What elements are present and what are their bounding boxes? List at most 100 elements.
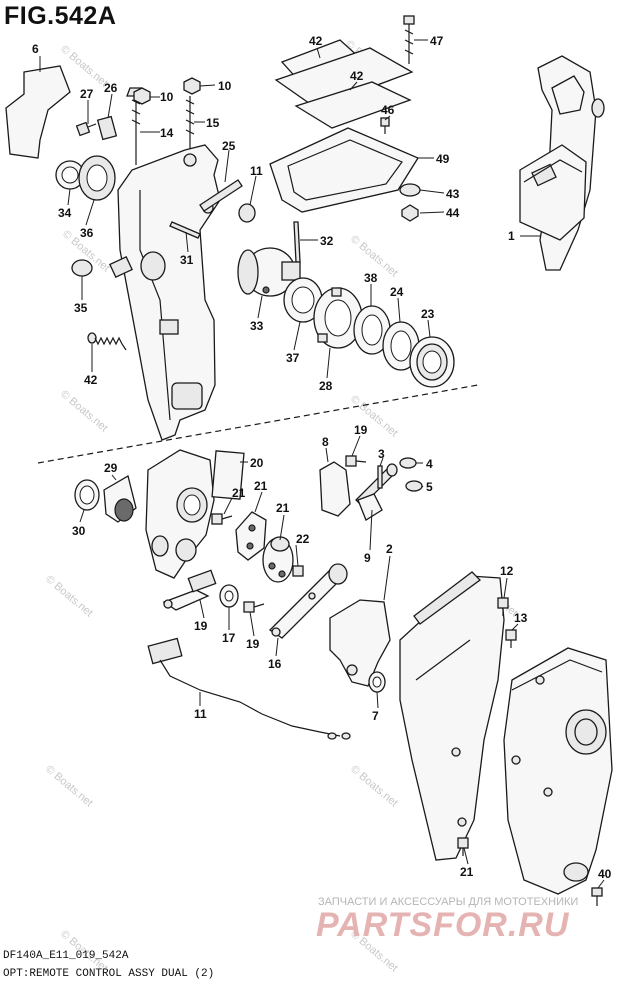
- callout-10: 10: [218, 79, 232, 93]
- part-48-nut: [401, 204, 419, 222]
- callout-44: 46: [381, 103, 395, 117]
- callout-9: 9: [364, 551, 371, 565]
- watermark-text: © Boats.net: [348, 763, 400, 809]
- part-45-screw: [403, 15, 415, 64]
- part-46-spring: [87, 332, 127, 351]
- part-19-screw: [345, 455, 367, 467]
- callout-38: 35: [74, 301, 88, 315]
- part-22-plate: [211, 450, 245, 500]
- brand-watermark-logo: PARTSFOR.RU: [316, 906, 570, 944]
- part-42-cover: [294, 81, 412, 129]
- callout-32: 29: [104, 461, 118, 475]
- part-14-screw: [505, 629, 517, 648]
- part-21-screw: [457, 837, 469, 856]
- callout-20: 19: [194, 619, 208, 633]
- control-box: [503, 647, 613, 895]
- callout-3: 3: [378, 447, 385, 461]
- callout-1: 1: [508, 229, 515, 243]
- part-21-screw: [211, 513, 233, 525]
- callout-27: 24: [390, 285, 404, 299]
- part-19-screw: [243, 601, 265, 613]
- callout-41: 38: [364, 271, 378, 285]
- part-9-shaft: [355, 463, 398, 521]
- switch-housing: [145, 449, 215, 579]
- part-1-lever-assembly: [519, 55, 605, 271]
- leader-lines: [39, 39, 605, 889]
- group-separator-line: [37, 384, 479, 464]
- housing-edge: [139, 190, 171, 421]
- callout-21: 21: [460, 865, 474, 879]
- part-35-pin: [293, 221, 301, 263]
- watermark-text: © Boats.net: [58, 388, 110, 434]
- part-49-gasket: [269, 127, 419, 213]
- part-5-clip: [405, 480, 423, 492]
- part-44-screw: [380, 117, 390, 134]
- callout-23: 21: [276, 501, 290, 515]
- part-29-clip: [96, 115, 118, 141]
- callout-39: 36: [80, 226, 94, 240]
- part-3-pin: [377, 465, 383, 489]
- figure-subtitle: OPT:REMOTE CONTROL ASSY DUAL (2): [3, 968, 215, 980]
- callout-45: 47: [430, 34, 444, 48]
- part-34-pin: [169, 221, 201, 239]
- callout-12: 11: [250, 164, 263, 178]
- part-43-bolt: [591, 887, 603, 906]
- callout-42: 42: [309, 34, 323, 48]
- part-47-washer: [399, 183, 421, 197]
- part-13-screw: [497, 597, 509, 616]
- callout-28: 25: [222, 139, 236, 153]
- callout-37: 34: [58, 206, 72, 220]
- callout-35: 32: [320, 234, 334, 248]
- callout-40: 37: [286, 351, 300, 365]
- main-housing-frame: [117, 144, 221, 441]
- callout-26: 23: [421, 307, 435, 321]
- callout-14: 13: [514, 611, 528, 625]
- callout-34: 31: [180, 253, 194, 267]
- part-10-nut: [183, 77, 201, 95]
- callout-13: 12: [500, 564, 514, 578]
- callout-6: 6: [32, 42, 39, 56]
- part-24-cam-plate: [235, 511, 267, 561]
- figure-title: FIG.542A: [4, 2, 117, 30]
- part-28-rod: [199, 179, 243, 212]
- part-11-wire-harness: [147, 637, 351, 740]
- callout-29: 26: [104, 81, 118, 95]
- part-12-cap: [238, 203, 256, 223]
- callout-24: 21: [254, 479, 268, 493]
- callout-36: 33: [250, 319, 264, 333]
- callout-8: 8: [322, 435, 329, 449]
- part-33-washer: [74, 479, 100, 511]
- callout-48: 44: [446, 206, 460, 220]
- gasket-inner-edge: [287, 139, 403, 201]
- callout-17: 16: [268, 657, 282, 671]
- callout-5: 5: [426, 480, 433, 494]
- part-6-plate: [5, 65, 71, 159]
- housing-slot: [159, 319, 179, 335]
- part-25-screw: [292, 565, 304, 577]
- callout-16: 15: [206, 116, 220, 130]
- callout-2: 2: [386, 542, 393, 556]
- housing-hole: [183, 153, 197, 167]
- callout-19: 19: [246, 637, 260, 651]
- part-23-cam: [262, 536, 294, 583]
- callout-30: 27: [80, 87, 94, 101]
- callout-labels: 6 27 26 10 10 14 15 25 11 34 36 31 35 42…: [32, 34, 612, 881]
- callout-19: 19: [354, 423, 368, 437]
- housing-boss: [140, 251, 166, 281]
- part-17-lever: [268, 563, 348, 639]
- watermark-text: © Boats.net: [43, 763, 95, 809]
- callout-21: 21: [232, 486, 246, 500]
- part-18-washer: [219, 584, 239, 608]
- part-20-bracket: [162, 569, 217, 611]
- callout-22: 20: [250, 456, 264, 470]
- part-36-gear-shaft: [237, 247, 301, 297]
- callout-18: 17: [222, 631, 236, 645]
- part-8-bracket: [319, 461, 351, 517]
- model-code: DF140A_E11_019_542A: [3, 950, 129, 962]
- watermark-text: © Boats.net: [43, 573, 95, 619]
- callout-25: 22: [296, 532, 310, 546]
- part-39-bushing: [78, 155, 116, 201]
- brand-watermark-caption: ЗАПЧАСТИ И АКСЕССУАРЫ ДЛЯ МОТОТЕХНИКИ: [318, 896, 579, 908]
